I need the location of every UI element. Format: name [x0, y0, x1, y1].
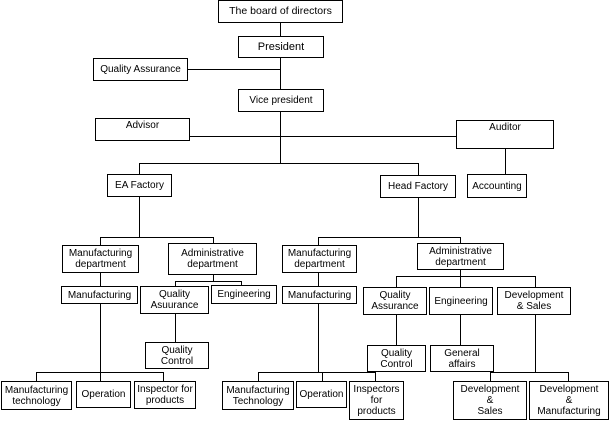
vice-president-box: Vice president — [238, 89, 324, 112]
head-dev-manufacturing-box: Development & Manufacturing — [529, 381, 609, 420]
ea-manufacturing-technology-box: Manufacturing technology — [1, 381, 72, 410]
head-manufacturing-box: Manufacturing — [282, 286, 357, 304]
ea-quality-assurance-box: Quality Asuurance — [140, 286, 209, 314]
ea-inspector-box: Inspector for products — [134, 381, 196, 409]
ea-engineering-box: Engineering — [211, 285, 277, 304]
head-general-affairs-box: General affairs — [430, 345, 494, 372]
quality-assurance-box: Quality Assurance — [93, 58, 188, 81]
head-administrative-department-box: Administrative department — [417, 243, 504, 270]
head-development-sales-box: Development & Sales — [497, 287, 571, 315]
ea-operation-box: Operation — [76, 381, 131, 408]
board-box: The board of directors — [218, 0, 343, 23]
head-dev-sales-box: Development & Sales — [453, 381, 527, 420]
head-quality-control-box: Quality Control — [367, 345, 426, 372]
accounting-box: Accounting — [467, 174, 527, 198]
president-box: President — [238, 36, 324, 58]
ea-manufacturing-box: Manufacturing — [61, 286, 138, 304]
head-engineering-box: Engineering — [429, 287, 493, 315]
ea-factory-box: EA Factory — [107, 174, 172, 197]
ea-quality-control-box: Quality Control — [145, 342, 209, 369]
head-quality-assurance-box: Quality Assurance — [363, 287, 427, 315]
head-manufacturing-technology-box: Manufacturing Technology — [222, 381, 294, 410]
head-manufacturing-department-box: Manufacturing department — [282, 245, 357, 273]
ea-manufacturing-department-box: Manufacturing department — [62, 245, 139, 273]
head-operation-box: Operation — [296, 381, 347, 408]
head-inspectors-box: Inspectors for products — [349, 381, 404, 420]
ea-administrative-department-box: Administrative department — [168, 243, 257, 275]
head-factory-box: Head Factory — [380, 175, 456, 198]
advisor-box: Advisor — [95, 118, 190, 141]
auditor-box: Auditor — [456, 120, 554, 149]
